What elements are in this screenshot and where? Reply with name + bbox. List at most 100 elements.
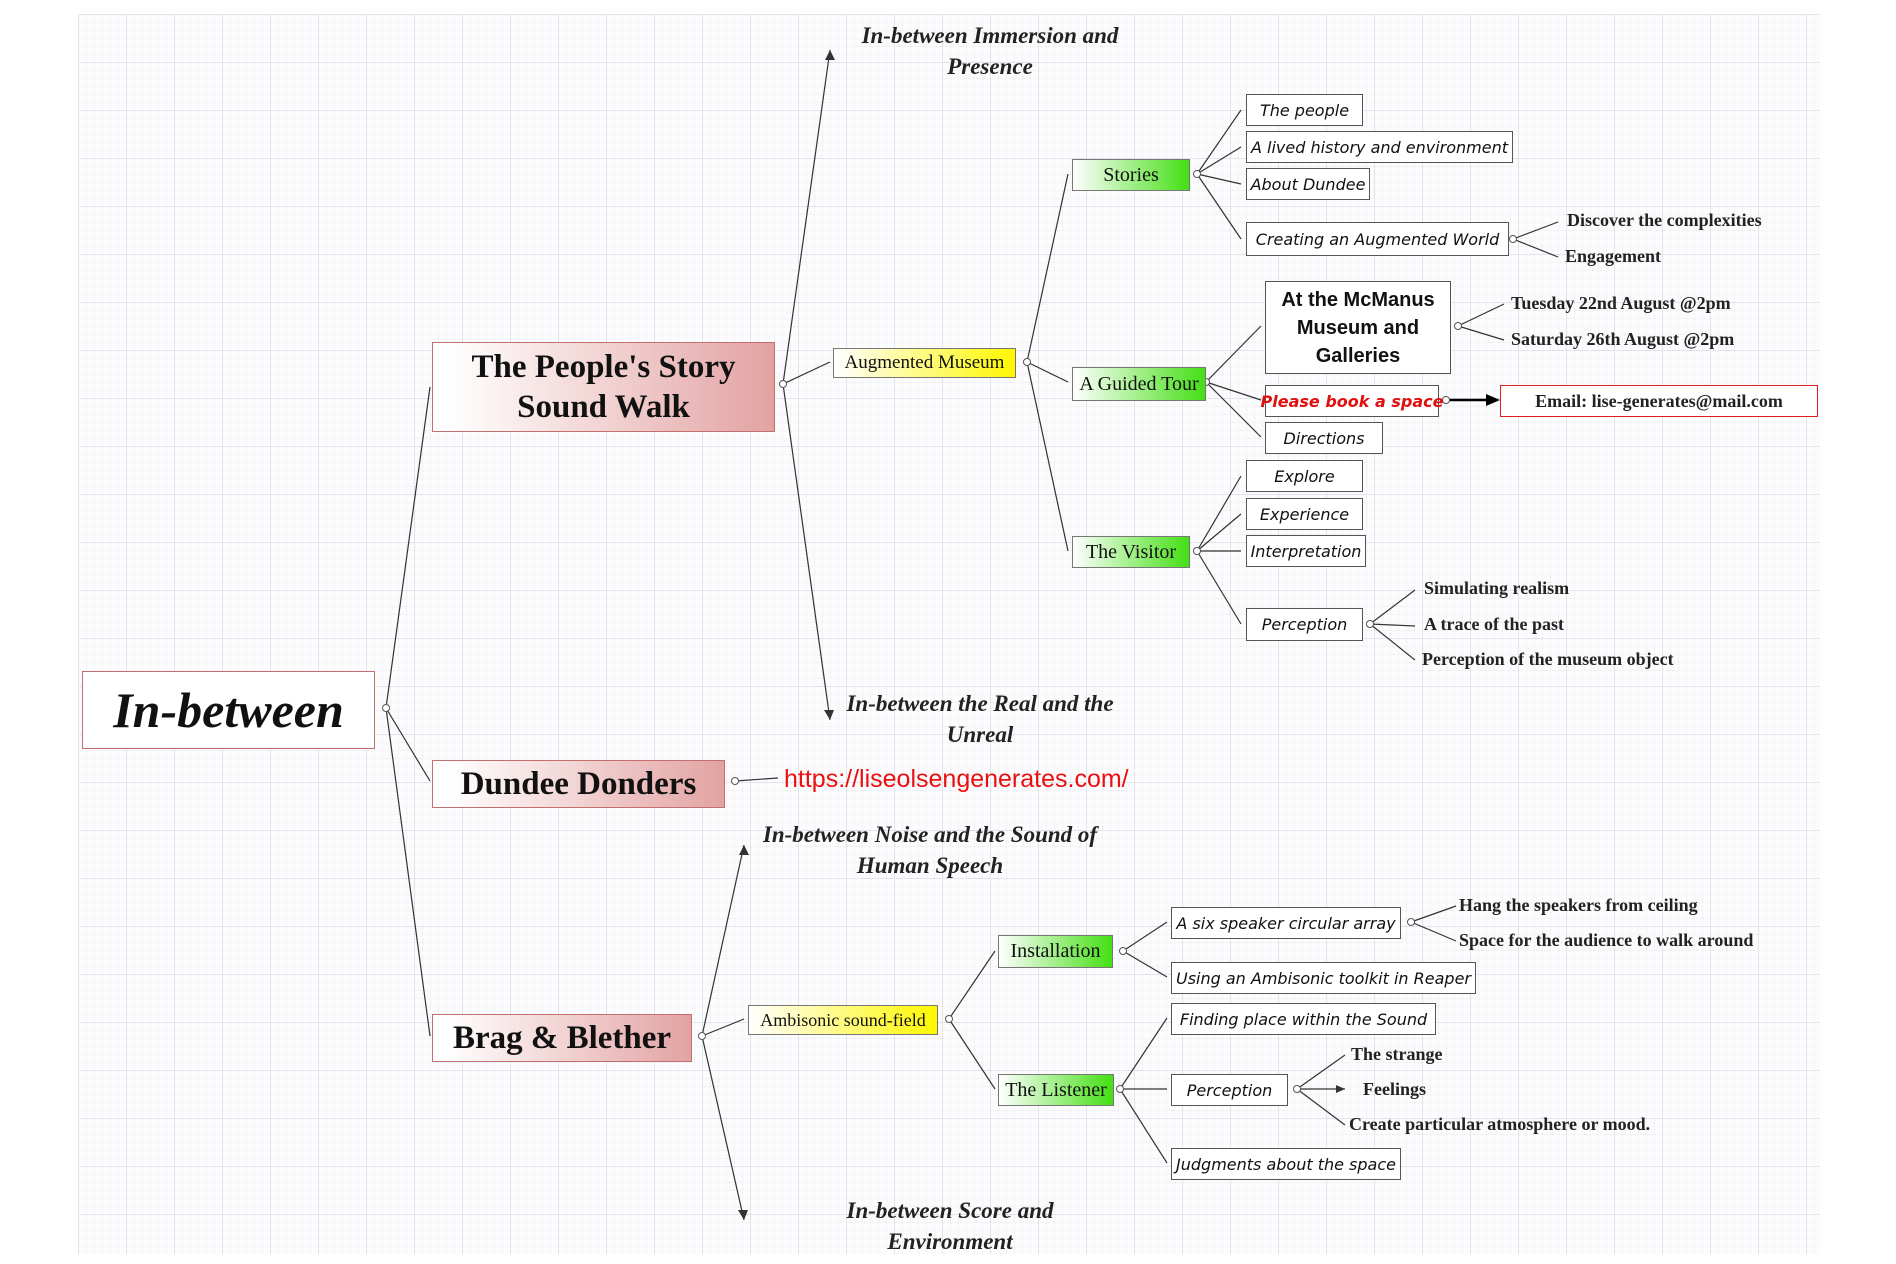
- node-the-listener[interactable]: The Listener: [998, 1074, 1114, 1106]
- array-audience-space: Space for the audience to walk around: [1459, 930, 1754, 950]
- connector-dot: [945, 1015, 953, 1023]
- connector-dot: [1442, 396, 1450, 404]
- node-augmented-museum[interactable]: Augmented Museum: [833, 348, 1016, 378]
- line-visitor-1: [1196, 475, 1242, 552]
- line-aug-tour: [1026, 361, 1069, 383]
- connector-dot: [1193, 547, 1201, 555]
- line-lperc-1: [1296, 1054, 1346, 1090]
- install-toolkit[interactable]: Using an Ambisonic toolkit in Reaper: [1171, 962, 1476, 994]
- visitor-explore[interactable]: Explore: [1246, 460, 1363, 492]
- connector-dot: [698, 1032, 706, 1040]
- tour-directions[interactable]: Directions: [1265, 422, 1383, 454]
- story-about-dundee[interactable]: About Dundee: [1246, 168, 1370, 200]
- arrow-caption4: [738, 1210, 748, 1220]
- line-peoples-augmented: [782, 361, 831, 385]
- line-list-1: [1119, 1017, 1168, 1090]
- line-stories-2: [1196, 146, 1242, 175]
- connector-dot: [1116, 1085, 1124, 1093]
- line-aug-visitor: [1026, 361, 1069, 552]
- node-installation[interactable]: Installation: [998, 935, 1113, 968]
- arrow-caption1: [825, 50, 835, 60]
- caption-score-environment: In-between Score and Environment: [846, 1198, 1054, 1254]
- caption-noise-speech: In-between Noise and the Sound of Human …: [762, 822, 1098, 878]
- tour-book-space[interactable]: Please book a space: [1261, 385, 1443, 417]
- node-the-visitor[interactable]: The Visitor: [1072, 536, 1190, 568]
- line-root-brag: [385, 707, 431, 1037]
- connector-dot: [1366, 620, 1374, 628]
- email-arrowhead: [1486, 394, 1500, 406]
- augworld-discover: Discover the complexities: [1567, 210, 1762, 230]
- line-perc-2: [1369, 623, 1416, 627]
- story-the-people[interactable]: The people: [1246, 94, 1363, 126]
- node-ambisonic[interactable]: Ambisonic sound-field: [748, 1005, 938, 1035]
- line-perc-3: [1369, 623, 1416, 661]
- branch-brag-blether[interactable]: Brag & Blether: [432, 1014, 692, 1062]
- perception-simulating: Simulating realism: [1424, 578, 1570, 598]
- line-tour-book: [1205, 381, 1262, 401]
- line-lperc-3: [1296, 1088, 1346, 1126]
- connector-dot: [1454, 322, 1462, 330]
- story-augmented-world[interactable]: Creating an Augmented World: [1246, 222, 1509, 256]
- line-stories-3: [1196, 173, 1242, 185]
- line-array-1: [1410, 905, 1457, 923]
- connector-dot: [1023, 358, 1031, 366]
- perception-museum-object: Perception of the museum object: [1422, 649, 1674, 669]
- line-stories-1: [1196, 109, 1242, 175]
- listener-finding-place[interactable]: Finding place within the Sound: [1171, 1003, 1436, 1035]
- tour-venue[interactable]: At the McManus Museum and Galleries: [1265, 281, 1451, 374]
- branch-dundee-donders[interactable]: Dundee Donders: [432, 760, 725, 808]
- listener-perception[interactable]: Perception: [1171, 1074, 1288, 1106]
- visitor-experience[interactable]: Experience: [1246, 498, 1363, 530]
- line-augworld-2: [1512, 238, 1559, 258]
- line-brag-ambisonic: [701, 1018, 745, 1037]
- line-tour-dir: [1205, 381, 1262, 438]
- perception-trace: A trace of the past: [1424, 614, 1564, 634]
- root-node[interactable]: In-between: [82, 671, 375, 749]
- line-visitor-2: [1196, 513, 1242, 552]
- arrow-perc-feelings: [1336, 1085, 1345, 1093]
- lperception-feelings: Feelings: [1363, 1079, 1426, 1099]
- connector-dot: [1509, 235, 1517, 243]
- listener-judgments[interactable]: Judgments about the space: [1171, 1148, 1401, 1180]
- line-dundee-url: [734, 777, 779, 782]
- arrow-caption3: [739, 845, 749, 855]
- tour-email[interactable]: Email: lise-generates@mail.com: [1500, 385, 1818, 417]
- line-mcm-date2: [1457, 325, 1505, 341]
- tour-date-2: Saturday 26th August @2pm: [1511, 329, 1735, 349]
- line-mcm-date1: [1457, 303, 1505, 327]
- line-tour-mcm: [1205, 325, 1262, 383]
- dundee-url-link[interactable]: https://liseolsengenerates.com/: [784, 765, 1129, 793]
- branch-peoples-story[interactable]: The People's Story Sound Walk: [432, 342, 775, 432]
- connector-dot: [779, 380, 787, 388]
- connector-dot: [382, 704, 390, 712]
- connector-dot: [1407, 918, 1415, 926]
- line-inst-array: [1122, 921, 1168, 952]
- line-root-dundee: [385, 707, 431, 782]
- connector-dot: [1193, 170, 1201, 178]
- line-brag-caption1: [701, 844, 745, 1037]
- connector-dot: [1293, 1085, 1301, 1093]
- visitor-interpretation[interactable]: Interpretation: [1246, 535, 1366, 567]
- line-perc-1: [1369, 589, 1416, 625]
- node-stories[interactable]: Stories: [1072, 159, 1190, 191]
- line-peoples-caption1: [782, 49, 831, 385]
- caption-real-unreal: In-between the Real and the Unreal: [846, 691, 1114, 747]
- line-visitor-4: [1196, 550, 1242, 625]
- node-guided-tour[interactable]: A Guided Tour: [1072, 367, 1206, 401]
- line-array-2: [1410, 921, 1457, 942]
- augworld-engagement: Engagement: [1565, 246, 1661, 266]
- story-lived-history[interactable]: A lived history and environment: [1246, 131, 1513, 163]
- line-amb-install: [948, 950, 996, 1020]
- line-aug-stories: [1026, 173, 1069, 363]
- line-augworld-1: [1512, 221, 1559, 240]
- line-stories-4: [1196, 173, 1242, 240]
- line-peoples-caption2: [782, 383, 831, 721]
- install-circular-array[interactable]: A six speaker circular array: [1171, 907, 1401, 939]
- line-brag-caption2: [701, 1035, 745, 1221]
- lperception-atmosphere: Create particular atmosphere or mood.: [1349, 1114, 1651, 1134]
- line-inst-toolkit: [1122, 950, 1168, 978]
- visitor-perception[interactable]: Perception: [1246, 608, 1363, 641]
- lperception-strange: The strange: [1351, 1044, 1443, 1064]
